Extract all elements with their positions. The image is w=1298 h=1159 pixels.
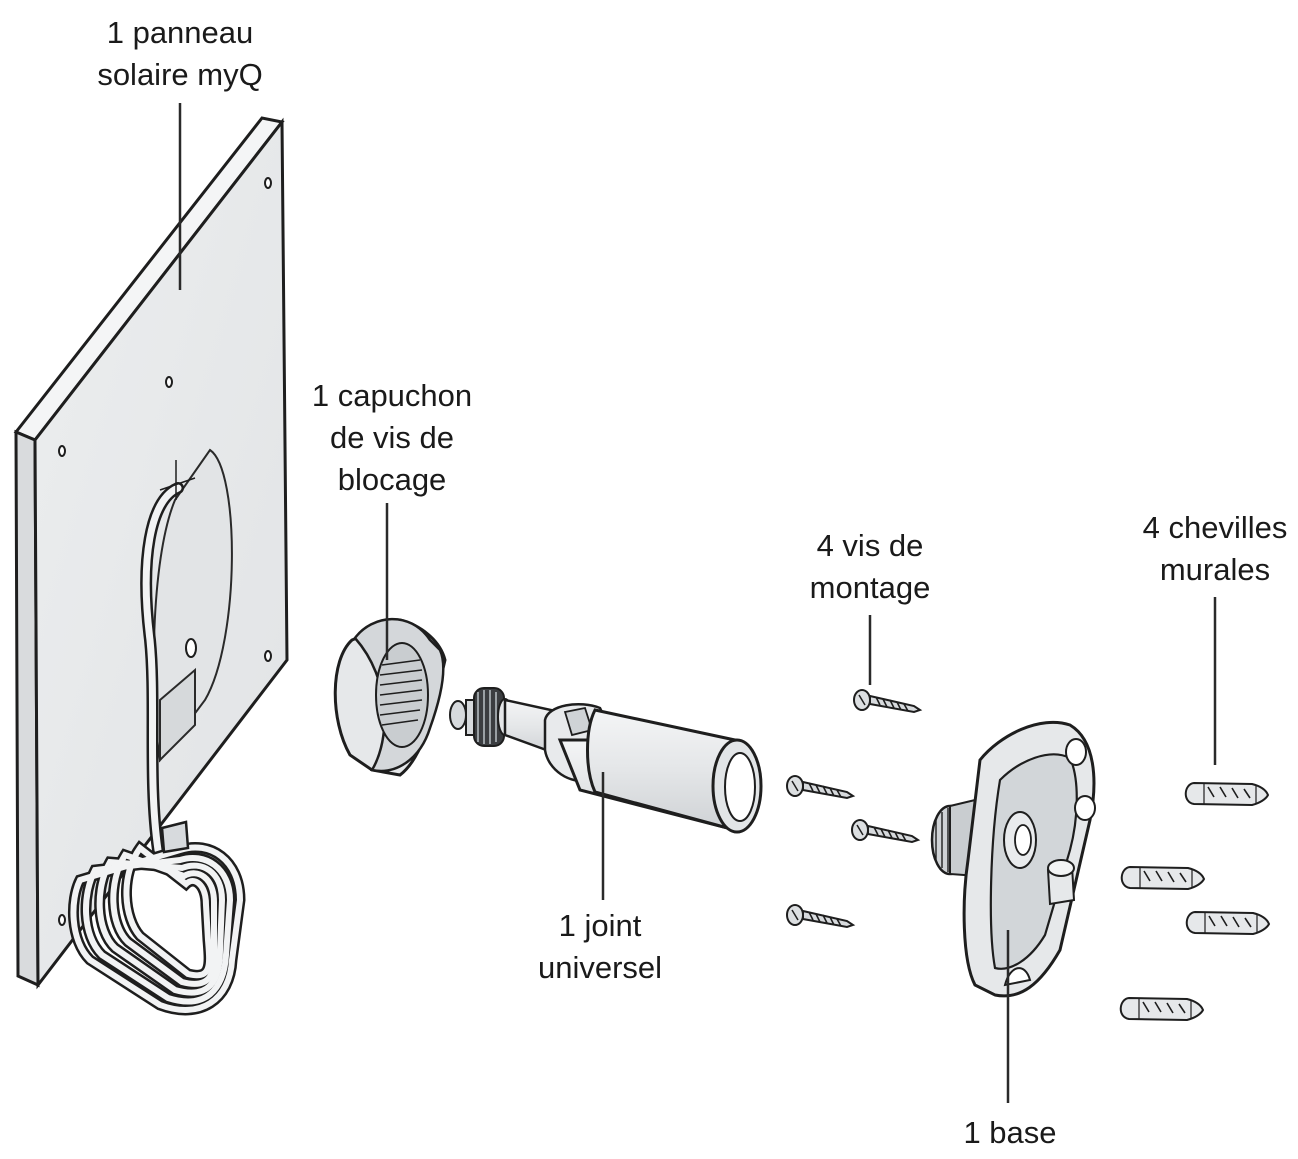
label-solar-panel: 1 panneau solaire myQ <box>60 12 300 96</box>
label-line: solaire myQ <box>60 54 300 96</box>
label-line: 1 capuchon <box>282 375 502 417</box>
label-line: 1 base <box>920 1112 1100 1154</box>
label-universal-joint: 1 joint universel <box>490 905 710 989</box>
label-screw-cap: 1 capuchon de vis de blocage <box>282 375 502 501</box>
label-mounting-screws: 4 vis de montage <box>760 525 980 609</box>
wall-anchors <box>1121 783 1269 1020</box>
label-line: 4 vis de <box>760 525 980 567</box>
label-line: montage <box>760 567 980 609</box>
screw-cap <box>335 619 445 775</box>
label-line: murales <box>1110 549 1298 591</box>
label-line: 1 joint <box>490 905 710 947</box>
label-line: 4 chevilles <box>1110 507 1298 549</box>
universal-joint <box>450 688 761 832</box>
label-line: blocage <box>282 459 502 501</box>
base <box>932 722 1095 996</box>
mounting-screws <box>787 690 920 927</box>
label-line: universel <box>490 947 710 989</box>
label-line: de vis de <box>282 417 502 459</box>
label-line: 1 panneau <box>60 12 300 54</box>
label-base: 1 base <box>920 1112 1100 1154</box>
solar-panel <box>16 118 287 1010</box>
label-wall-anchors: 4 chevilles murales <box>1110 507 1298 591</box>
